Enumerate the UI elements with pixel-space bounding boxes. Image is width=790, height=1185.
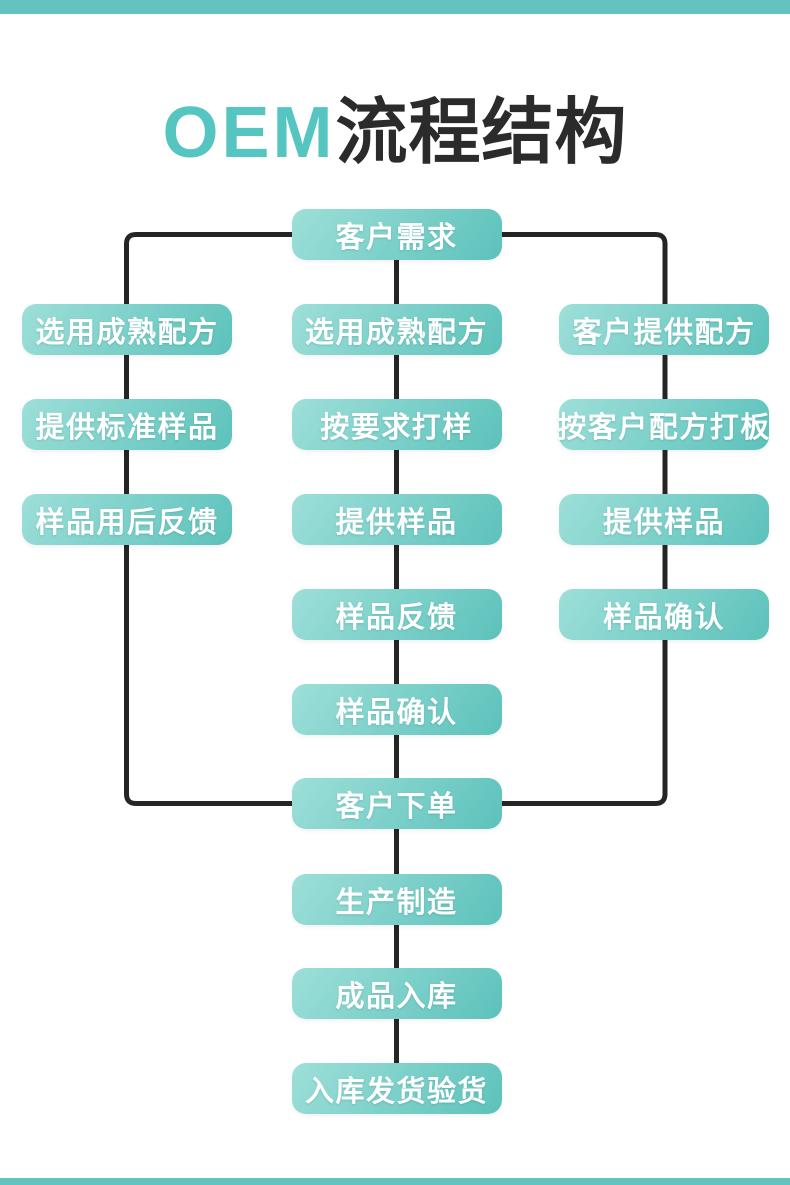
- flow-node-merge: 客户下单: [291, 778, 502, 829]
- flow-node-left-3: 样品用后反馈: [22, 494, 232, 545]
- flow-node-middle-3: 提供样品: [291, 494, 502, 545]
- bottom-accent-bar: [0, 1178, 790, 1185]
- flow-node-tail-2: 成品入库: [291, 968, 502, 1019]
- flow-node-left-2: 提供标准样品: [22, 399, 232, 450]
- flow-node-right-1: 客户提供配方: [559, 304, 769, 355]
- flow-node-middle-5: 样品确认: [291, 684, 502, 735]
- flow-node-top: 客户需求: [291, 209, 502, 260]
- page-title: OEM流程结构: [0, 93, 790, 173]
- flow-node-right-4: 样品确认: [559, 589, 769, 640]
- title-oem-text: OEM: [162, 93, 336, 173]
- flow-node-middle-4: 样品反馈: [291, 589, 502, 640]
- flow-node-tail-3: 入库发货验货: [291, 1063, 502, 1114]
- flow-node-left-1: 选用成熟配方: [22, 304, 232, 355]
- flow-node-middle-1: 选用成熟配方: [291, 304, 502, 355]
- flow-node-right-3: 提供样品: [559, 494, 769, 545]
- flow-node-tail-1: 生产制造: [291, 874, 502, 925]
- title-rest-text: 流程结构: [335, 93, 628, 173]
- top-accent-bar: [0, 0, 790, 14]
- flow-node-right-2: 按客户配方打板: [557, 399, 769, 450]
- flow-node-middle-2: 按要求打样: [291, 399, 502, 450]
